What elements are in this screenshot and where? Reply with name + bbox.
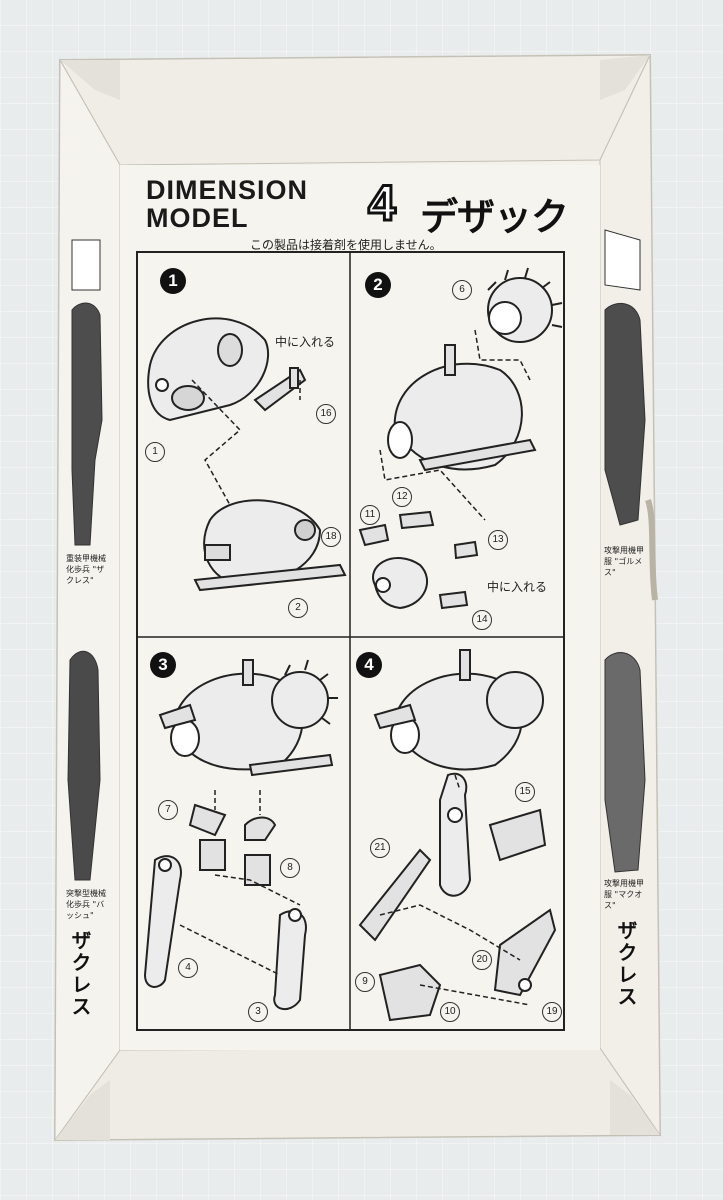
part-label: 2 xyxy=(288,598,308,618)
left-bottom-caption: 突撃型機械化歩兵 "バッシュ" xyxy=(66,889,106,920)
part-label: 1 xyxy=(145,442,165,462)
step-2-note: 中に入れる xyxy=(487,580,548,594)
left-side-figures xyxy=(67,239,103,881)
step-4-badge: 4 xyxy=(356,652,382,678)
right-bottom-name: ザクレス xyxy=(614,920,638,1008)
part-label: 18 xyxy=(321,527,341,547)
part-label: 11 xyxy=(360,505,380,525)
step3-drawing xyxy=(143,659,338,1010)
part-label: 9 xyxy=(355,972,375,992)
step2-drawing xyxy=(358,267,563,610)
part-label: 20 xyxy=(472,950,492,970)
model-number: 4 xyxy=(367,175,398,231)
no-glue-notice: この製品は接着剤を使用しません。 xyxy=(250,238,442,252)
right-side-figures xyxy=(604,229,646,873)
part-label: 16 xyxy=(316,404,336,424)
model-name: デザック xyxy=(420,195,569,239)
part-label: 21 xyxy=(370,838,390,858)
part-label: 13 xyxy=(488,530,508,550)
part-label: 4 xyxy=(178,958,198,978)
step-3-badge: 3 xyxy=(150,652,176,678)
part-label: 10 xyxy=(440,1002,460,1022)
step-2-badge: 2 xyxy=(365,272,391,298)
step-1-badge: 1 xyxy=(160,268,186,294)
left-bottom-name: ザクレス xyxy=(68,930,92,1018)
step1-drawing xyxy=(147,317,347,592)
left-top-caption: 重装甲機械化歩兵 "ザクレス" xyxy=(66,554,106,585)
step-1-note: 中に入れる xyxy=(275,335,336,349)
brand-title: DIMENSION MODEL xyxy=(146,176,308,232)
part-label: 12 xyxy=(392,487,412,507)
part-label: 3 xyxy=(248,1002,268,1022)
brand-line-2: MODEL xyxy=(146,203,249,233)
part-label: 15 xyxy=(515,782,535,802)
part-label: 8 xyxy=(280,858,300,878)
part-label: 14 xyxy=(472,610,492,630)
part-label: 19 xyxy=(542,1002,562,1022)
brand-line-1: DIMENSION xyxy=(146,175,309,205)
right-bottom-caption: 攻撃用機甲服 "マクオス" xyxy=(604,879,644,910)
part-label: 7 xyxy=(158,800,178,820)
right-top-caption: 攻撃用機甲服 "ゴルメス" xyxy=(604,546,644,577)
step4-drawing xyxy=(358,649,557,1022)
part-label: 6 xyxy=(452,280,472,300)
